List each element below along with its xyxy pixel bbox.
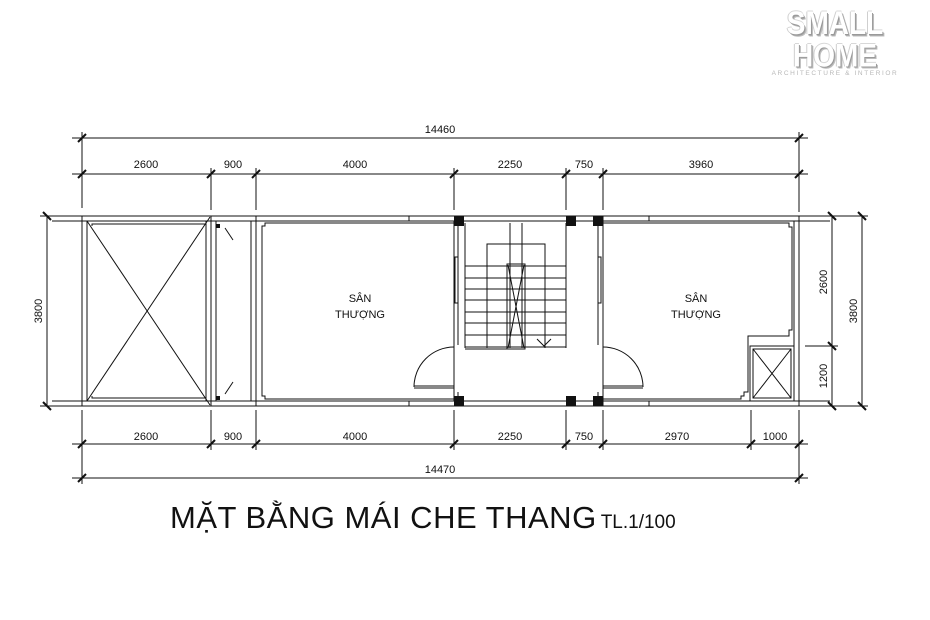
staircase: [464, 223, 567, 350]
dim-top-seg-6: 3960: [689, 159, 713, 171]
terrace-right-outline: [603, 222, 793, 400]
dim-bottom-seg-4: 2250: [498, 431, 522, 443]
room-label-right-line2: THƯỢNG: [671, 309, 721, 321]
terrace-left-outline: [261, 222, 455, 400]
dim-bottom-seg-1: 2600: [134, 431, 158, 443]
dim-right-seg-2: 1200: [818, 364, 830, 388]
dim-right-overall: 3800: [848, 299, 860, 323]
dim-left-overall: 3800: [33, 299, 45, 323]
room-label-left-line2: THƯỢNG: [335, 309, 385, 321]
logo-sub-text: ARCHITECTURE & INTERIOR: [771, 70, 899, 77]
drawing-title-main: MẶT BẰNG MÁI CHE THANG: [170, 500, 597, 535]
dim-top-overall: 14460: [425, 124, 456, 136]
structural-columns: [454, 216, 603, 406]
stair-down-arrow-icon: [536, 338, 552, 347]
door-right: [602, 346, 644, 389]
door-left: [413, 346, 455, 389]
dim-top-seg-2: 900: [224, 159, 242, 171]
dim-bottom-seg-6: 2970: [665, 431, 689, 443]
dim-bottom-overall: 14470: [425, 464, 456, 476]
void-opening-left: [86, 216, 212, 406]
drawing-scale: TL.1/100: [600, 512, 676, 533]
room-label-left-line1: SÂN: [349, 292, 372, 305]
dim-top-seg-1: 2600: [134, 159, 158, 171]
logo: SMALL HOME ARCHITECTURE & INTERIOR: [752, 7, 918, 77]
void-opening-right: [749, 345, 795, 402]
top-dimension-lines: [72, 132, 808, 210]
dim-bottom-seg-2: 900: [224, 431, 242, 443]
room-label-right-line1: SÂN: [685, 292, 708, 305]
dim-bottom-seg-3: 4000: [343, 431, 367, 443]
left-dimension-lines: [40, 211, 80, 411]
logo-main-text: SMALL HOME: [786, 5, 884, 74]
dim-top-seg-4: 2250: [498, 159, 522, 171]
dim-bottom-seg-5: 750: [575, 431, 593, 443]
dim-top-seg-3: 4000: [343, 159, 367, 171]
dim-bottom-seg-7: 1000: [763, 431, 787, 443]
narrow-bay: [215, 216, 257, 406]
axis-ticks: [81, 208, 800, 414]
dim-right-seg-1: 2600: [818, 270, 830, 294]
bottom-dimension-lines: [72, 410, 808, 484]
dim-top-seg-5: 750: [575, 159, 593, 171]
